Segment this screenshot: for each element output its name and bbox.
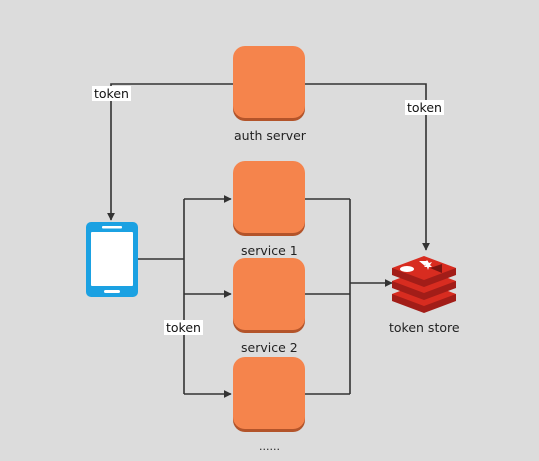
edge-label-auth-to-client: token: [92, 86, 131, 101]
token-store-label: token store: [389, 320, 460, 335]
service-2-label: service 2: [241, 340, 298, 355]
edge-label-client-to-services: token: [164, 320, 203, 335]
service-1-label: service 1: [241, 243, 298, 258]
edge-auth-to-store: [305, 83, 430, 251]
service-1-node: [233, 161, 305, 236]
auth-server-label: auth server: [234, 128, 306, 143]
auth-server-node: [233, 46, 305, 121]
edge-label-auth-to-store: token: [405, 100, 444, 115]
redis-database-icon: [392, 256, 456, 313]
mobile-phone-icon: [86, 222, 138, 297]
service-more-node: [233, 357, 305, 432]
service-2-node: [233, 258, 305, 333]
service-more-label: ......: [259, 440, 280, 453]
edge-auth-to-client: [107, 83, 233, 221]
connectors: [107, 83, 430, 398]
